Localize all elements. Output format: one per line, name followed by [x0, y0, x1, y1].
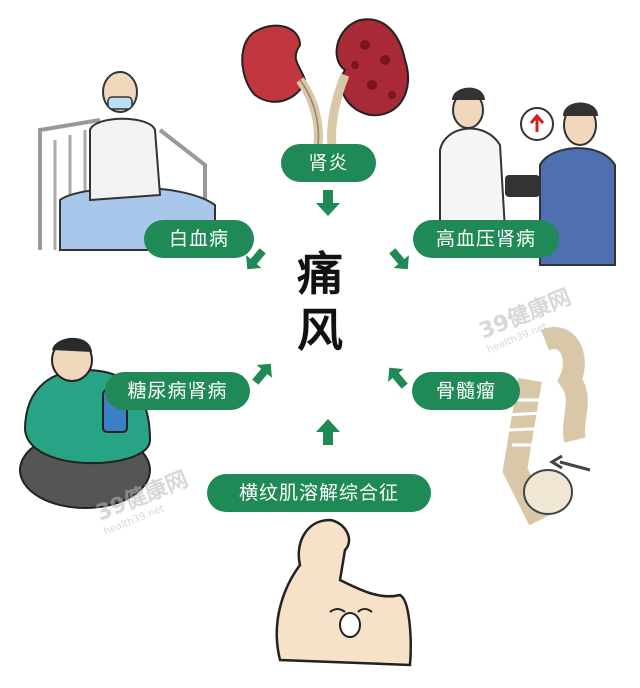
- arrow-down: [316, 190, 340, 216]
- arrow-nw: [388, 367, 408, 389]
- arrow-ne: [252, 363, 272, 385]
- pill-diabetic-nephropathy: 糖尿病肾病: [105, 372, 250, 410]
- arrow-up: [316, 419, 340, 445]
- pill-nephritis: 肾炎: [281, 144, 376, 182]
- myeloma-skeleton-icon: [502, 327, 591, 526]
- pill-rhabdomyolysis: 横纹肌溶解综合征: [207, 474, 431, 512]
- kidneys-icon: [241, 18, 410, 146]
- center-title: 痛 风: [297, 247, 343, 357]
- blood-pressure-scene-icon: [439, 87, 616, 266]
- arrow-se: [246, 248, 266, 270]
- pill-leukemia: 白血病: [144, 220, 254, 258]
- arrows: [246, 190, 409, 445]
- arrow-sw: [389, 248, 409, 270]
- pill-myeloma: 骨髓瘤: [412, 372, 520, 410]
- pill-hypertensive-nephropathy: 高血压肾病: [413, 220, 559, 258]
- muscle-arm-icon: [275, 518, 412, 667]
